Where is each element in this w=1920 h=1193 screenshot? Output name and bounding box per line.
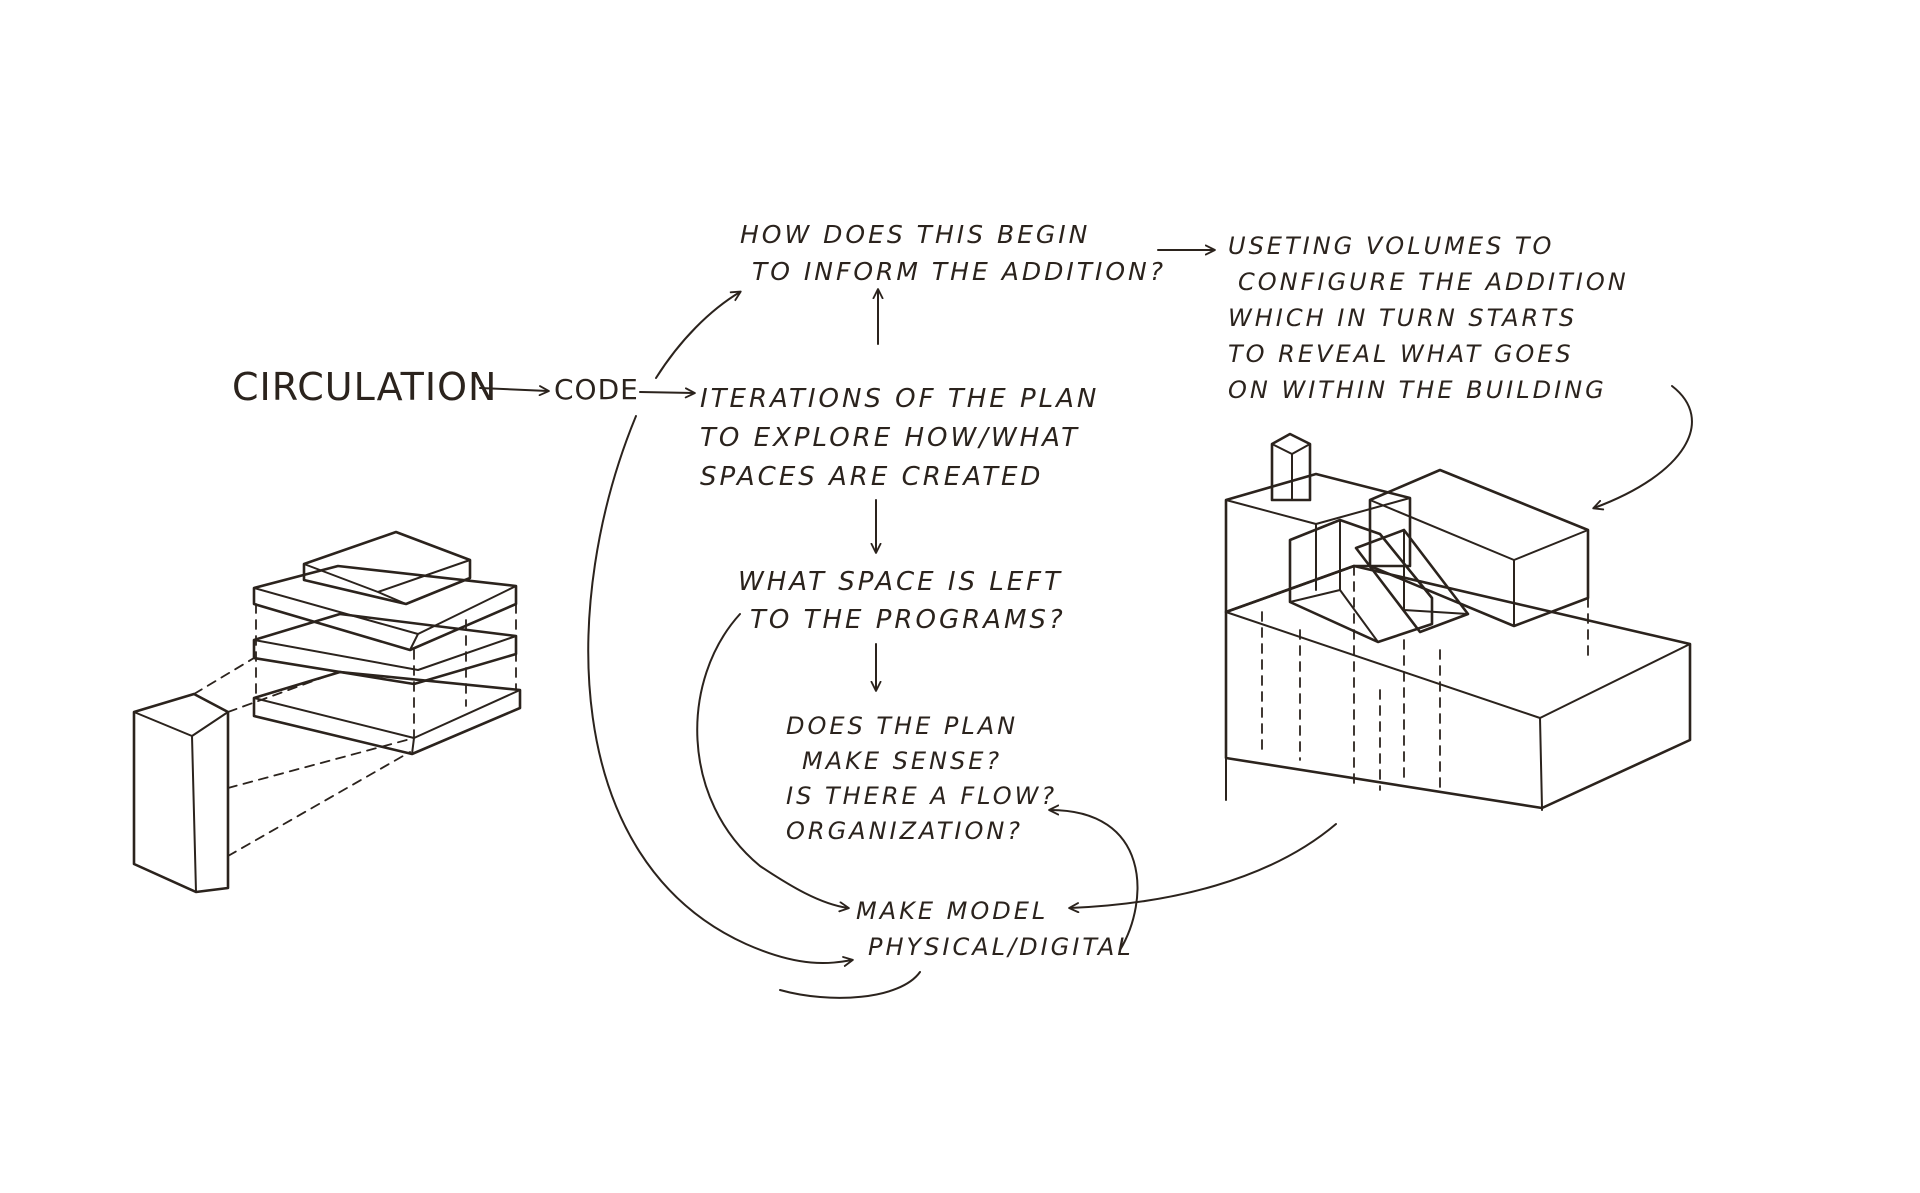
node-make-model-line-2: PHYSICAL/DIGITAL: [868, 933, 1134, 961]
node-plan-sense-line-4: ORGANIZATION?: [786, 817, 1024, 845]
node-space-left-line-2: TO THE PROGRAMS?: [750, 605, 1066, 635]
node-code-line: CODE: [554, 373, 639, 406]
node-plan-sense: DOES THE PLAN MAKE SENSE? IS THERE A FLO…: [786, 709, 1057, 849]
node-inform-question: HOW DOES THIS BEGIN TO INFORM THE ADDITI…: [740, 216, 1166, 290]
node-code: CODE: [554, 373, 639, 407]
node-using-volumes-line-4: TO REVEAL WHAT GOES: [1228, 340, 1574, 368]
node-space-left-line-1: WHAT SPACE IS LEFT: [738, 567, 1064, 597]
node-iterations-line-2: TO EXPLORE HOW/WHAT: [700, 423, 1080, 453]
node-circulation-line: CIRCULATION: [232, 365, 498, 409]
node-iterations-line-1: ITERATIONS OF THE PLAN: [700, 384, 1100, 414]
left-massing-sketch: [132, 530, 522, 894]
node-using-volumes-line-2: CONFIGURE THE ADDITION: [1238, 268, 1629, 296]
node-iterations: ITERATIONS OF THE PLAN TO EXPLORE HOW/WH…: [700, 380, 1099, 497]
node-using-volumes-line-3: WHICH IN TURN STARTS: [1228, 304, 1578, 332]
node-inform-question-line-1: HOW DOES THIS BEGIN: [740, 220, 1091, 249]
node-using-volumes: USETING VOLUMES TO CONFIGURE THE ADDITIO…: [1228, 228, 1629, 408]
node-make-model-line-1: MAKE MODEL: [856, 897, 1049, 925]
node-plan-sense-line-3: IS THERE A FLOW?: [786, 782, 1058, 810]
node-plan-sense-line-2: MAKE SENSE?: [802, 747, 1003, 775]
node-space-left: WHAT SPACE IS LEFT TO THE PROGRAMS?: [738, 563, 1066, 639]
right-massing-sketch: [1224, 432, 1692, 811]
node-circulation: CIRCULATION: [232, 364, 497, 410]
node-iterations-line-3: SPACES ARE CREATED: [700, 462, 1044, 492]
node-plan-sense-line-1: DOES THE PLAN: [786, 712, 1019, 740]
node-using-volumes-line-5: ON WITHIN THE BUILDING: [1228, 376, 1607, 404]
node-inform-question-line-2: TO INFORM THE ADDITION?: [752, 257, 1166, 286]
connector-arrows: [479, 244, 1693, 999]
node-make-model: MAKE MODEL PHYSICAL/DIGITAL: [856, 893, 1134, 965]
node-using-volumes-line-1: USETING VOLUMES TO: [1228, 232, 1555, 260]
